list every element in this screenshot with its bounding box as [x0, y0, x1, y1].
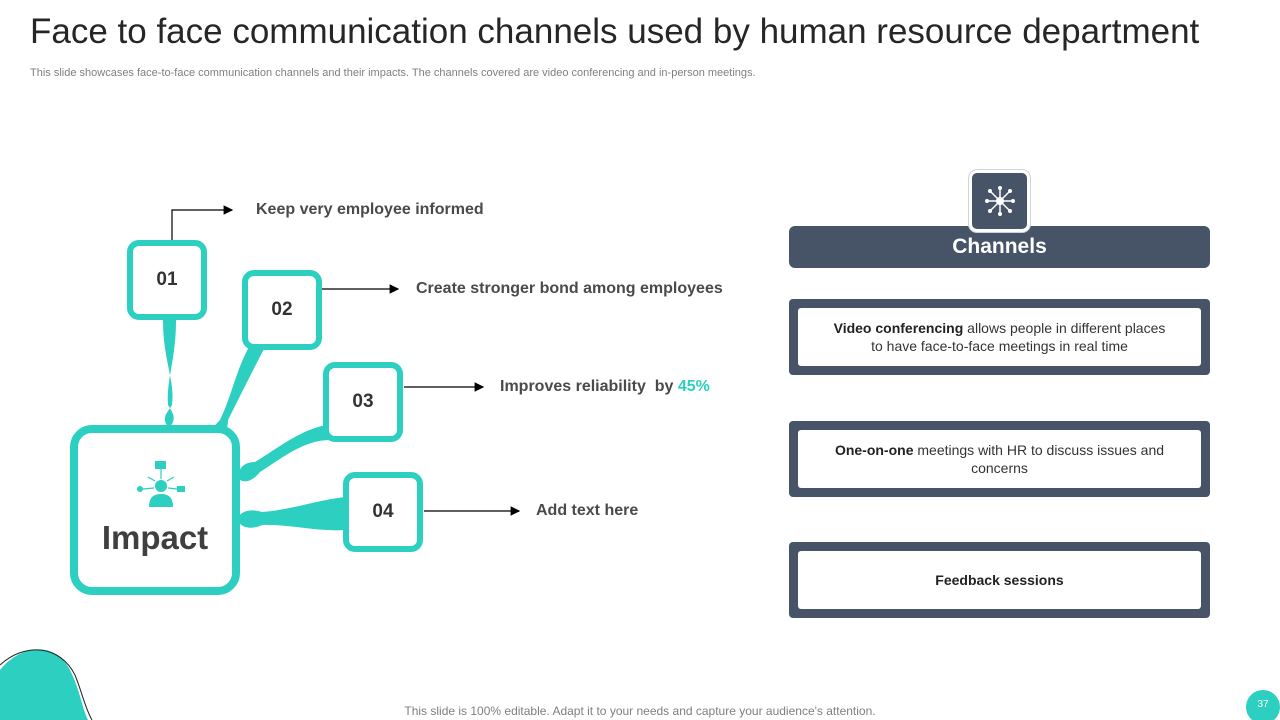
network-hub-icon	[969, 170, 1030, 232]
impact-item-text-03-label: Improves reliability by	[500, 378, 678, 395]
impact-number-02: 02	[242, 270, 322, 350]
channel-card-text: One-on-one meetings with HR to discuss i…	[798, 430, 1201, 488]
impact-number-04: 04	[343, 472, 423, 552]
channel-card-text: Video conferencing allows people in diff…	[798, 308, 1201, 366]
channel-card-text: Feedback sessions	[798, 551, 1201, 609]
channel-card-bold: One-on-one	[834, 442, 914, 458]
impact-diagram: 01 02 03 04 Impact Keep very employee in…	[70, 201, 723, 595]
page-number: 37	[1246, 690, 1280, 720]
impact-item-text-01: Keep very employee informed	[256, 201, 484, 218]
impact-number-03: 03	[323, 362, 403, 442]
channel-card-bold: Feedback sessions	[935, 572, 1064, 588]
impact-number-01: 01	[127, 240, 207, 320]
channel-card-feedback: Feedback sessions	[789, 542, 1210, 618]
channel-card-desc: meetings with HR to discuss issues and c…	[913, 442, 1168, 476]
connector-lines	[163, 205, 521, 531]
footer-note: This slide is 100% editable. Adapt it to…	[404, 704, 876, 718]
slide-title: Face to face communication channels used…	[30, 12, 1200, 51]
impact-item-text-03: Improves reliability by 45%	[500, 378, 710, 396]
channel-card-one-on-one: One-on-one meetings with HR to discuss i…	[789, 421, 1210, 497]
channel-card-bold: Video conferencing	[833, 320, 964, 336]
reliability-percent: 45%	[677, 378, 710, 395]
impact-item-text-02: Create stronger bond among employees	[416, 280, 723, 297]
corner-decoration	[0, 649, 93, 720]
impact-item-text-04: Add text here	[536, 502, 639, 519]
employee-network-icon	[137, 461, 185, 507]
impact-box: Impact	[70, 425, 240, 595]
impact-label: Impact	[101, 519, 209, 556]
channels-header: Channels	[789, 226, 1210, 268]
channel-card-video-conferencing: Video conferencing allows people in diff…	[789, 299, 1210, 375]
channel-card-desc: allows people in different places to hav…	[871, 320, 1170, 354]
slide-subtitle: This slide showcases face-to-face commun…	[30, 67, 756, 79]
